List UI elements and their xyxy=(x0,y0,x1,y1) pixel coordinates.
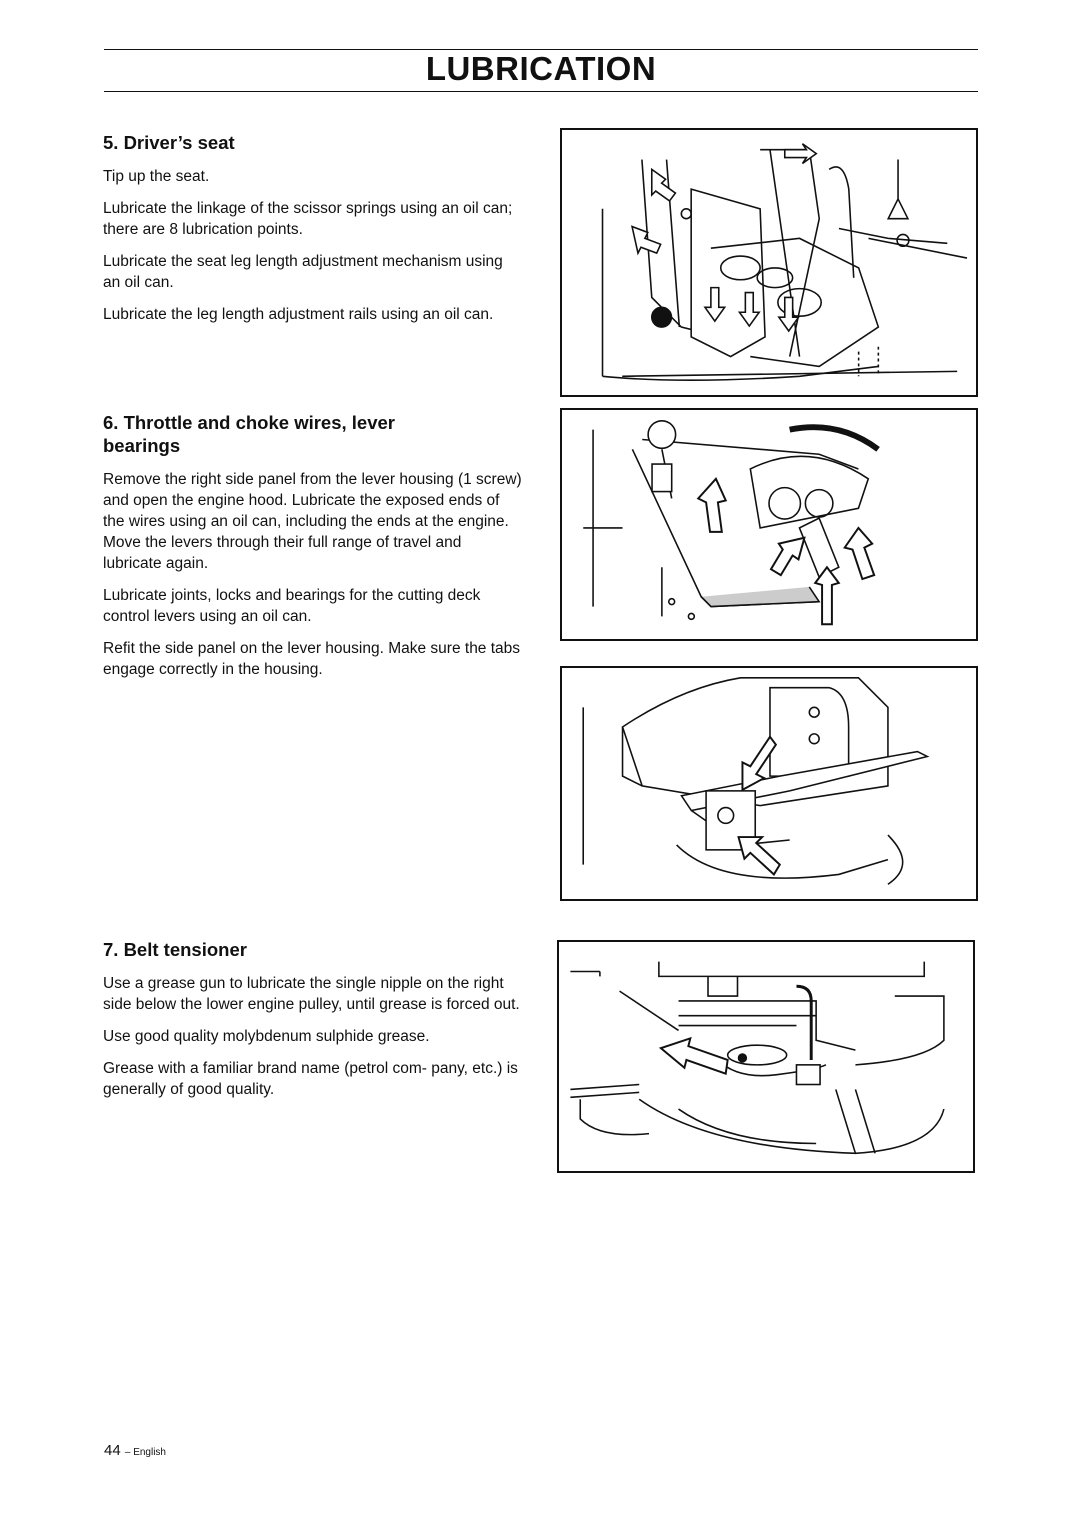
page-footer: 44 – English xyxy=(104,1442,166,1459)
engine-carburetor-illustration xyxy=(560,666,978,901)
paragraph: Remove the right side panel from the lev… xyxy=(103,471,522,572)
paragraph: Lubricate the linkage of the scissor spr… xyxy=(103,200,513,238)
throttle-choke-lever-illustration xyxy=(560,408,978,641)
section-heading: 7. Belt tensioner xyxy=(103,939,247,960)
paragraph: Grease with a familiar brand name (petro… xyxy=(103,1060,518,1098)
paragraph: Use good quality molybdenum sulphide gre… xyxy=(103,1028,430,1045)
paragraph: Refit the side panel on the lever housin… xyxy=(103,640,521,678)
header-rule-bottom xyxy=(104,91,978,92)
paragraph: Tip up the seat. xyxy=(103,168,210,185)
belt-tensioner-illustration xyxy=(557,940,975,1173)
paragraph: Lubricate the leg length adjustment rail… xyxy=(103,306,494,323)
page-number: 44 xyxy=(104,1442,121,1459)
drivers-seat-illustration xyxy=(560,128,978,397)
paragraph: Lubricate joints, locks and bearings for… xyxy=(103,587,481,625)
section-heading: 5. Driver’s seat xyxy=(103,132,235,153)
header-rule-top xyxy=(104,49,978,50)
paragraph: Use a grease gun to lubricate the single… xyxy=(103,975,520,1013)
footer-language: – English xyxy=(124,1447,166,1458)
paragraph: Lubricate the seat leg length adjustment… xyxy=(103,253,503,291)
section-heading: 6. Throttle and choke wires, lever beari… xyxy=(103,412,395,456)
section-throttle-choke: 6. Throttle and choke wires, lever beari… xyxy=(103,411,523,691)
page-title: LUBRICATION xyxy=(425,50,657,87)
section-belt-tensioner: 7. Belt tensioner Use a grease gun to lu… xyxy=(103,938,523,1111)
section-drivers-seat: 5. Driver’s seat Tip up the seat. Lubric… xyxy=(103,131,523,336)
